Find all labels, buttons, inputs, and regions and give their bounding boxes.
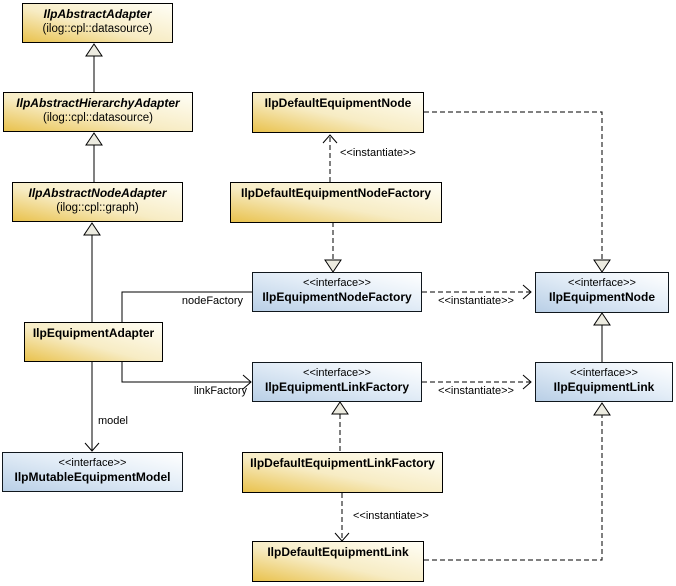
generalization-arrowhead-icon [83,222,101,236]
class-ilp-default-equipment-node-factory[interactable]: IlpDefaultEquipmentNodeFactory [230,182,442,223]
interface-stereotype: <<interface>> [303,277,371,289]
edge-label-link-factory: linkFactory [193,385,247,397]
class-name: IlpDefaultEquipmentNodeFactory [240,186,431,200]
class-ilp-default-equipment-link[interactable]: IlpDefaultEquipmentLink [252,541,424,582]
interface-ilp-equipment-node-factory[interactable]: <<interface>> IlpEquipmentNodeFactory [252,272,422,312]
interface-stereotype: <<interface>> [303,367,371,379]
generalization-arrowhead-icon [593,402,611,416]
edge-label-instantiate-link: <<instantiate>> [353,510,429,522]
instantiate-linkfactory-to-link [422,374,532,390]
edge-label-model: model [98,415,128,427]
class-ilp-default-equipment-link-factory[interactable]: IlpDefaultEquipmentLinkFactory [242,452,443,493]
open-arrowhead-icon [522,284,532,300]
class-name: IlpAbstractNodeAdapter [28,186,167,200]
interface-stereotype: <<interface>> [568,277,636,289]
instantiate-linkfactory-to-defaultlink [334,493,350,542]
class-package: (ilog::cpl::datasource) [43,112,153,124]
generalization-equipmentadapter-to-nodeadapter [83,222,101,322]
interface-stereotype: <<interface>> [570,367,638,379]
interface-ilp-equipment-node[interactable]: <<interface>> IlpEquipmentNode [535,272,669,313]
class-name: IlpEquipmentAdapter [32,326,155,340]
class-ilp-abstract-hierarchy-adapter[interactable]: IlpAbstractHierarchyAdapter (ilog::cpl::… [3,92,193,132]
open-arrowhead-icon [84,442,100,452]
generalization-nodeadapter-to-hierarchy [85,132,103,182]
open-arrowhead-icon [522,374,532,390]
interface-stereotype: <<interface>> [58,457,127,469]
class-name: IlpAbstractHierarchyAdapter [16,96,180,110]
class-ilp-default-equipment-node[interactable]: IlpDefaultEquipmentNode [252,92,424,133]
generalization-arrowhead-icon [85,43,103,57]
realization-defaultlinkfactory-to-linkfactory [331,401,349,452]
class-ilp-abstract-adapter[interactable]: IlpAbstractAdapter (ilog::cpl::datasourc… [22,3,173,43]
open-arrowhead-icon [242,374,252,390]
realization-defaultnode-to-node [424,111,611,273]
generalization-link-to-node [593,312,611,362]
interface-ilp-equipment-link-factory[interactable]: <<interface>> IlpEquipmentLinkFactory [252,362,422,402]
edge-label-instantiate-linkfactory: <<instantiate>> [438,385,514,397]
interface-ilp-mutable-equipment-model[interactable]: <<interface>> IlpMutableEquipmentModel [2,452,183,492]
interface-name: IlpEquipmentNodeFactory [262,290,412,304]
class-name: IlpAbstractAdapter [43,7,152,21]
generalization-arrowhead-icon [593,259,611,273]
instantiate-nodefactory-to-node [422,284,532,300]
class-ilp-abstract-node-adapter[interactable]: IlpAbstractNodeAdapter (ilog::cpl::graph… [12,182,183,222]
generalization-hierarchy-to-abstract [85,43,103,92]
interface-name: IlpMutableEquipmentModel [14,470,171,484]
class-package: (ilog::cpl::datasource) [42,23,153,35]
edge-label-instantiate-nodefactory: <<instantiate>> [438,295,514,307]
class-name: IlpDefaultEquipmentLink [267,545,409,559]
edge-label-instantiate-node: <<instantiate>> [340,147,416,159]
instantiate-nodefactory-to-defaultnode [322,134,338,182]
class-ilp-equipment-adapter[interactable]: IlpEquipmentAdapter [24,322,163,362]
generalization-arrowhead-icon [324,259,342,273]
interface-name: IlpEquipmentNode [549,290,655,304]
class-name: IlpDefaultEquipmentLinkFactory [250,456,435,470]
generalization-arrowhead-icon [85,132,103,146]
open-arrowhead-icon [322,134,338,144]
realization-defaultnodefactory-to-nodefactory [324,222,342,273]
generalization-arrowhead-icon [331,401,349,415]
association-link-factory [121,361,252,390]
class-package: (ilog::cpl::graph) [56,202,139,214]
generalization-arrowhead-icon [593,312,611,326]
interface-name: IlpEquipmentLinkFactory [264,380,409,394]
association-node-factory [121,291,252,322]
edge-label-node-factory: nodeFactory [181,295,243,307]
class-name: IlpDefaultEquipmentNode [264,96,412,110]
realization-defaultlink-to-link [424,402,611,561]
interface-ilp-equipment-link[interactable]: <<interface>> IlpEquipmentLink [535,362,673,402]
association-model [84,361,100,452]
interface-name: IlpEquipmentLink [553,380,655,394]
